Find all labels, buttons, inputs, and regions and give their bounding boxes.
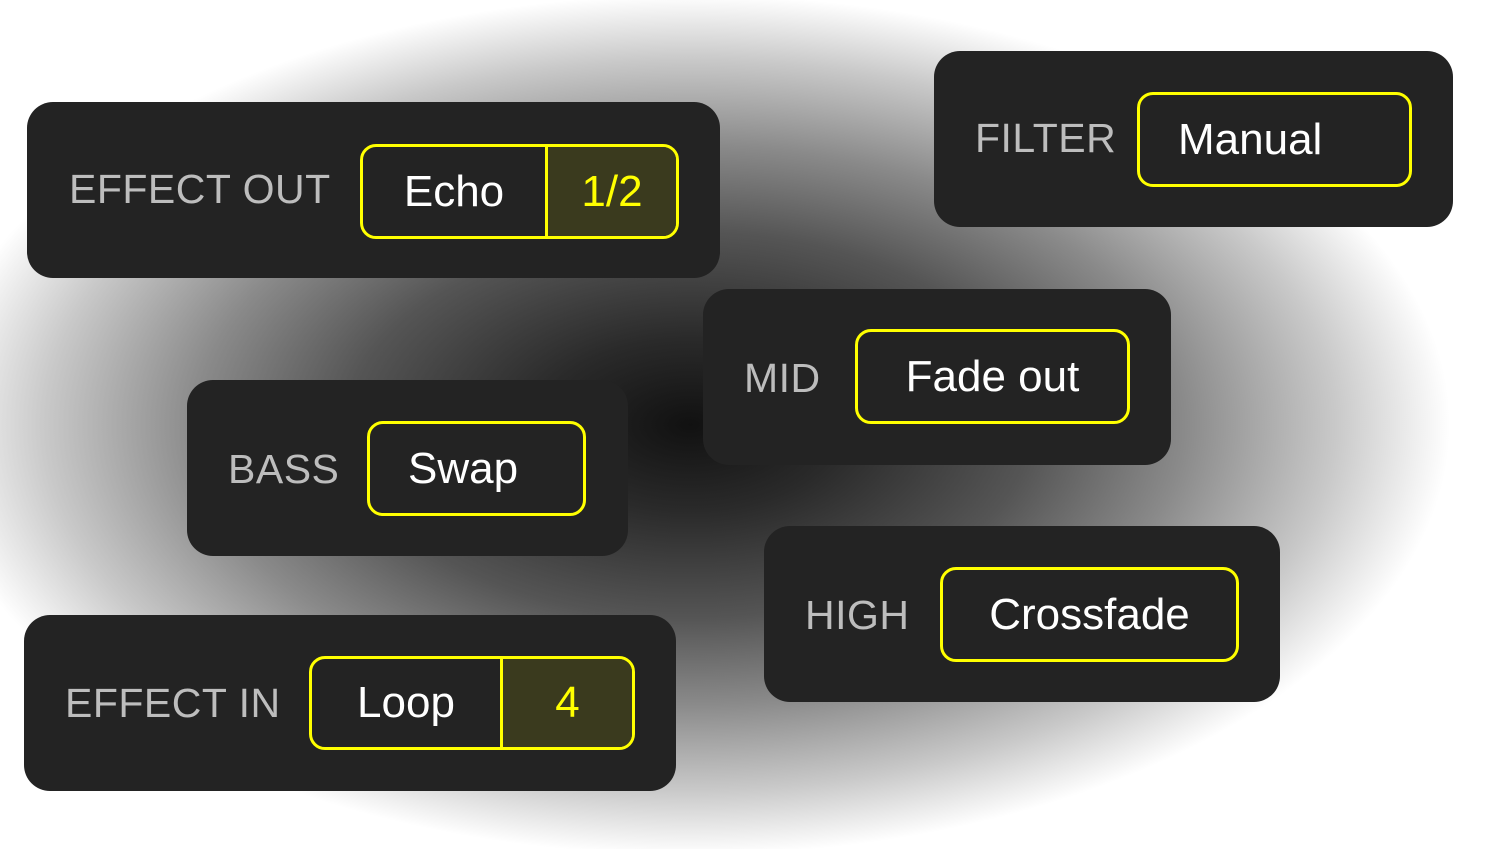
bass-selector[interactable]: Swap: [367, 421, 586, 516]
effect-in-value[interactable]: Loop: [357, 678, 455, 727]
effect-out-selector[interactable]: Echo 1/2: [360, 144, 679, 239]
filter-label: FILTER: [975, 115, 1117, 161]
filter-selector[interactable]: Manual: [1137, 92, 1412, 187]
effect-in-loop-length[interactable]: 4: [500, 659, 632, 747]
bass-value[interactable]: Swap: [408, 443, 519, 493]
effect-in-selector[interactable]: Loop 4: [309, 656, 635, 750]
high-panel: HIGH Crossfade: [764, 526, 1280, 702]
high-label: HIGH: [805, 592, 910, 638]
bass-label: BASS: [228, 446, 340, 492]
effect-in-panel: EFFECT IN Loop 4: [24, 615, 676, 791]
filter-panel: FILTER Manual: [934, 51, 1453, 227]
effect-out-label: EFFECT OUT: [69, 166, 331, 212]
bass-panel: BASS Swap: [187, 380, 628, 556]
high-value[interactable]: Crossfade: [989, 589, 1190, 639]
effect-in-label: EFFECT IN: [65, 680, 281, 726]
mid-panel: MID Fade out: [703, 289, 1171, 465]
mid-selector[interactable]: Fade out: [855, 329, 1130, 424]
effect-out-value[interactable]: Echo: [403, 166, 505, 216]
filter-value[interactable]: Manual: [1178, 114, 1323, 164]
effect-out-beat-value[interactable]: 1/2: [545, 147, 676, 236]
effect-out-panel: EFFECT OUT Echo 1/2: [27, 102, 720, 278]
mid-value[interactable]: Fade out: [905, 351, 1080, 401]
high-selector[interactable]: Crossfade: [940, 567, 1239, 662]
mid-label: MID: [744, 355, 821, 401]
